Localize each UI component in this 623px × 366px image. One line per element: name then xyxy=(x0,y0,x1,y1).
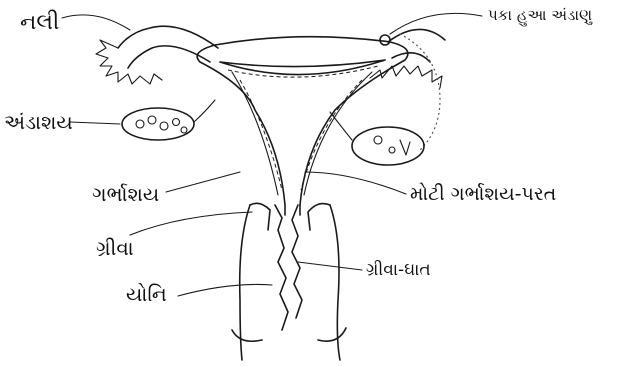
inner-wall-left xyxy=(232,72,278,195)
cervical-os xyxy=(275,205,302,330)
follicle xyxy=(160,122,168,130)
corpus xyxy=(400,140,410,155)
vaginal-wall-left xyxy=(240,205,250,360)
label-mature-egg: પકા હુઆ અંડાણુ xyxy=(488,6,592,24)
leader-ovary xyxy=(70,122,120,124)
leader-lining xyxy=(305,172,406,194)
follicle xyxy=(173,119,180,126)
left-ligament xyxy=(194,100,215,122)
vaginal-opening xyxy=(232,328,346,341)
label-vagina: યોનિ xyxy=(126,282,167,306)
label-cervical-wound: ગ્રીવા-ઘાત xyxy=(366,260,431,280)
left-ovary xyxy=(122,108,194,140)
follicle xyxy=(148,116,156,124)
right-ovary xyxy=(352,127,424,165)
mature-egg xyxy=(380,35,390,45)
label-cervix: ગ્રીવા xyxy=(96,236,134,260)
egg-path xyxy=(400,34,440,150)
follicle xyxy=(389,147,395,153)
leader-cervix xyxy=(130,212,252,235)
label-uterus: ગર્ભાશય xyxy=(92,182,159,206)
left-fimbriae xyxy=(96,40,162,84)
leader-vagina xyxy=(178,284,272,296)
uterine-cavity xyxy=(220,60,385,75)
follicle xyxy=(136,120,144,128)
label-ovary: અંડાશય xyxy=(4,110,73,134)
follicle xyxy=(181,127,187,133)
follicle xyxy=(374,136,382,144)
left-tube xyxy=(118,26,218,68)
leader-tube xyxy=(62,15,130,30)
right-fimbriae xyxy=(370,66,442,88)
label-thick-lining: મોટી ગર્ભાશય-પરત xyxy=(410,183,556,205)
leader-wound xyxy=(298,262,362,270)
leader-uterus xyxy=(166,172,240,192)
cervix-outline xyxy=(250,203,330,230)
label-tube: નલી xyxy=(20,10,59,35)
leader-egg xyxy=(390,13,482,34)
right-ligament xyxy=(330,112,352,140)
